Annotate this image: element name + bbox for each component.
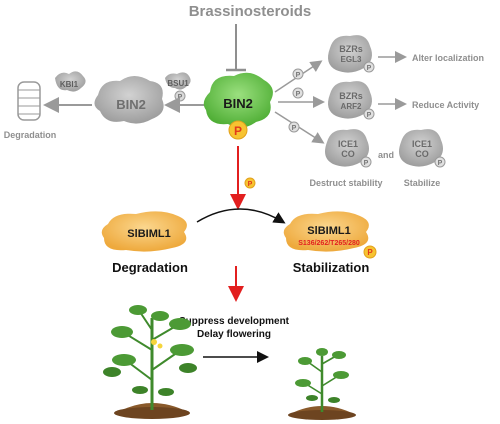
bin2-phospho-label: P bbox=[234, 124, 242, 138]
svg-text:P: P bbox=[296, 72, 301, 79]
bin2-active-shape bbox=[203, 72, 273, 128]
degradation-mid-label: Degradation bbox=[112, 260, 188, 275]
slbiml1-degradation-label: SlBIML1 bbox=[127, 228, 170, 240]
bin2-active-label: BIN2 bbox=[223, 96, 253, 111]
svg-text:P: P bbox=[367, 112, 372, 119]
bzrs-arf2-shape bbox=[328, 81, 372, 119]
ice1-co-stabilize-phospho-icon bbox=[434, 156, 446, 168]
bsu1-label: BSU1 bbox=[167, 79, 189, 88]
slbiml1-phospho-icon bbox=[363, 245, 377, 259]
ice1-co-stabilize-shape bbox=[399, 129, 443, 167]
suppress-development-label: Suppress development bbox=[179, 316, 290, 327]
red-arrow-phospho-icon bbox=[244, 177, 256, 189]
proteasome-icon bbox=[17, 81, 41, 121]
bsu1-protein-shape bbox=[165, 72, 191, 90]
ice1-co-stabilize-line2: CO bbox=[415, 149, 429, 159]
slbiml1-stabilization-shape bbox=[283, 211, 369, 252]
alter-localization-label: Alter localization bbox=[412, 53, 484, 63]
stabilization-label: Stabilization bbox=[293, 260, 370, 275]
phospho-sites-label: S136/262/T265/280 bbox=[298, 240, 360, 247]
bzrs-egl3-line1: BZRs bbox=[339, 44, 363, 54]
bzrs-arf2-line2: ARF2 bbox=[341, 102, 362, 111]
and-label: and bbox=[378, 150, 394, 160]
title-brassinosteroids: Brassinosteroids bbox=[189, 3, 312, 20]
bzrs-arf2-line1: BZRs bbox=[339, 91, 363, 101]
reduce-activity-label: Reduce Activity bbox=[412, 100, 479, 110]
bin2-inactive-shape bbox=[94, 76, 164, 124]
bsu1-phospho-label: P bbox=[178, 94, 183, 101]
bzrs-egl3-line2: EGL3 bbox=[341, 55, 362, 64]
ice1-co-destruct-phospho-icon bbox=[360, 156, 372, 168]
ice1-co-destruct-line2: CO bbox=[341, 149, 355, 159]
slbiml1-degradation-shape bbox=[101, 211, 187, 252]
kbi1-label: KBI1 bbox=[60, 80, 79, 89]
degradation-left-label: Degradation bbox=[4, 130, 57, 140]
stabilize-label: Stabilize bbox=[404, 178, 441, 188]
bzrs-egl3-phospho-icon bbox=[363, 61, 375, 73]
svg-text:P: P bbox=[364, 160, 369, 167]
delay-flowering-label: Delay flowering bbox=[197, 329, 271, 340]
curved-arrow-to-stabilization bbox=[196, 208, 286, 224]
bzrs-egl3-shape bbox=[328, 35, 372, 73]
branch-phospho-icons: P P P bbox=[288, 68, 304, 133]
bin2-inactive-label: BIN2 bbox=[116, 97, 146, 112]
destruct-stability-label: Destruct stability bbox=[309, 178, 382, 188]
svg-text:P: P bbox=[438, 160, 443, 167]
svg-text:P: P bbox=[367, 248, 373, 257]
bin2-phospho-icon bbox=[228, 120, 248, 140]
slbiml1-stabilization-label: SlBIML1 bbox=[307, 225, 350, 237]
svg-text:P: P bbox=[248, 181, 253, 188]
svg-text:P: P bbox=[292, 125, 297, 132]
ice1-co-destruct-line1: ICE1 bbox=[338, 139, 358, 149]
svg-text:P: P bbox=[367, 65, 372, 72]
svg-text:P: P bbox=[296, 91, 301, 98]
ice1-co-stabilize-line1: ICE1 bbox=[412, 139, 432, 149]
small-tomato-plant-icon bbox=[288, 348, 356, 420]
kbi1-protein-shape bbox=[55, 71, 86, 92]
ice1-co-destruct-shape bbox=[325, 129, 369, 167]
large-tomato-plant-icon bbox=[103, 305, 197, 419]
bzrs-arf2-phospho-icon bbox=[363, 108, 375, 120]
